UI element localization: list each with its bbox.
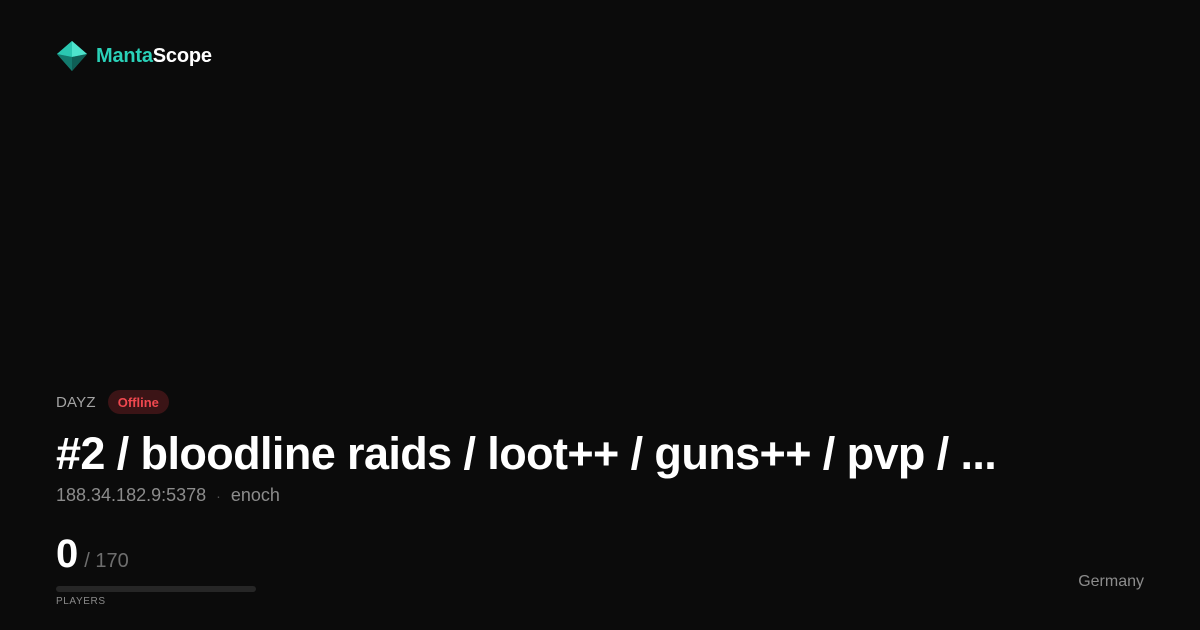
server-address: 188.34.182.9:5378 (56, 485, 207, 505)
server-title: #2 / bloodline raids / loot++ / guns++ /… (56, 428, 997, 479)
server-country: Germany (1078, 573, 1144, 590)
players-block: 0 / 170 PLAYERS (56, 532, 256, 607)
brand-name-part2: Scope (152, 45, 212, 67)
server-meta: 188.34.182.9:5378 · enoch (56, 485, 280, 506)
player-count: 0 / 170 (56, 532, 256, 576)
brand[interactable]: MantaScope (56, 40, 212, 72)
manta-logo-icon (57, 41, 87, 71)
server-map: enoch (230, 485, 280, 505)
status-badge: Offline (107, 390, 169, 414)
players-label: PLAYERS (56, 596, 106, 607)
meta-separator: · (216, 487, 221, 504)
brand-name: MantaScope (96, 46, 212, 66)
game-row: DAYZ Offline (56, 389, 169, 415)
game-name: DAYZ (56, 393, 96, 411)
players-max: / 170 (84, 550, 129, 572)
players-progress-bar (56, 586, 256, 592)
players-current: 0 (56, 532, 79, 576)
brand-name-part1: Manta (96, 45, 153, 67)
